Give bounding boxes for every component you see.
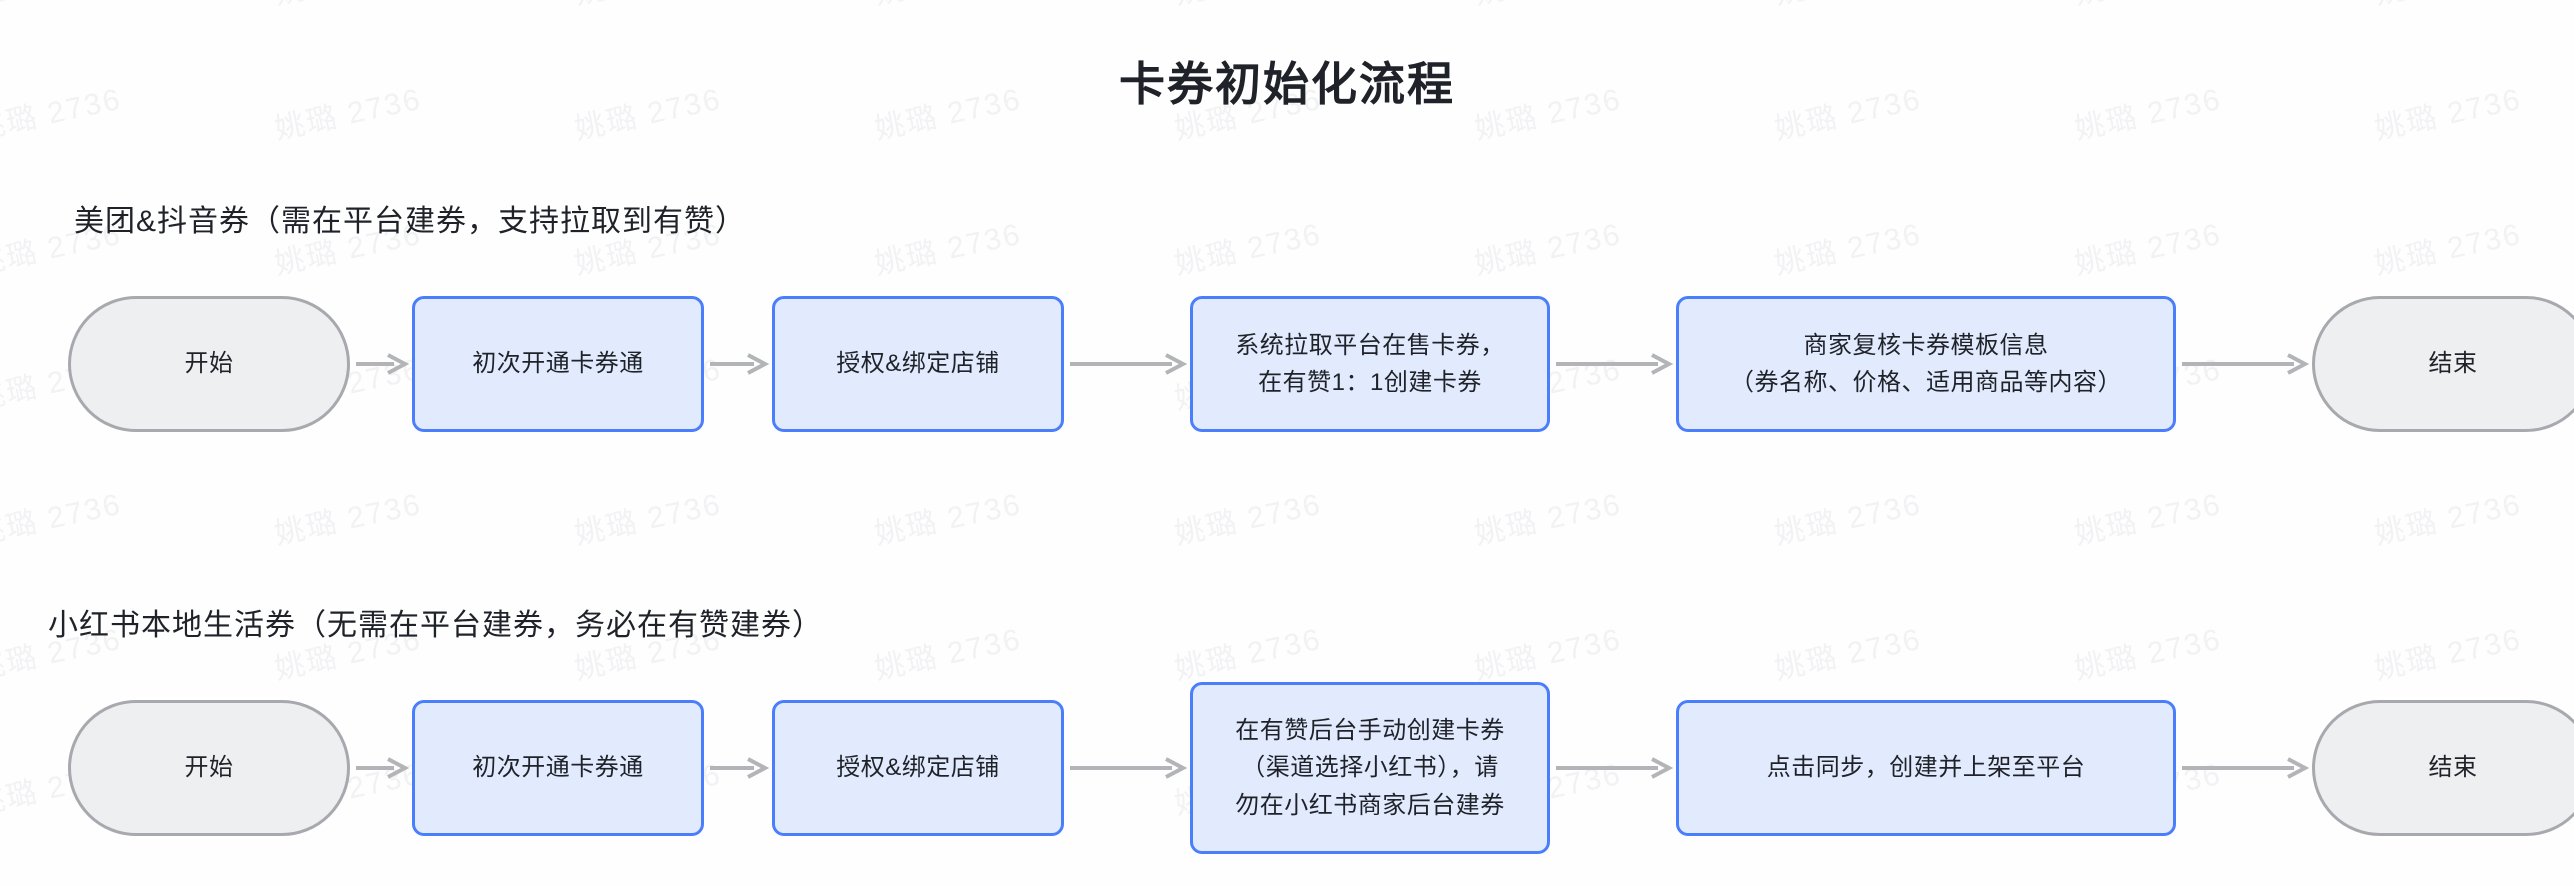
watermark-text: 姚璐 2736 bbox=[571, 487, 725, 552]
watermark-text: 姚璐 2736 bbox=[870, 0, 1025, 13]
watermark-text: 姚璐 2736 bbox=[270, 0, 425, 13]
flow-edge-start-to-open bbox=[356, 353, 410, 375]
watermark-text: 姚璐 2736 bbox=[871, 487, 1025, 552]
flow-edge-start2-to-open2 bbox=[356, 757, 410, 779]
flow-node-start2[interactable]: 开始 bbox=[68, 700, 350, 836]
flow-node-label: 授权&绑定店铺 bbox=[836, 754, 1000, 782]
watermark-text: 姚璐 2736 bbox=[2371, 487, 2525, 552]
flow-node-sync[interactable]: 点击同步，创建并上架至平台 bbox=[1676, 700, 2176, 836]
watermark-text: 姚璐 2736 bbox=[2070, 0, 2225, 13]
flow-node-manual[interactable]: 在有赞后台手动创建卡券 （渠道选择小红书），请 勿在小红书商家后台建券 bbox=[1190, 682, 1550, 854]
watermark-text: 姚璐 2736 bbox=[1170, 0, 1325, 13]
flow-node-label: 结束 bbox=[2428, 350, 2478, 378]
flow-edge-bind2-to-manual bbox=[1070, 757, 1188, 779]
watermark-text: 姚璐 2736 bbox=[0, 0, 125, 13]
flow-node-start[interactable]: 开始 bbox=[68, 296, 350, 432]
flow-node-label: 结束 bbox=[2428, 754, 2478, 782]
watermark-text: 姚璐 2736 bbox=[0, 487, 125, 552]
watermark-text: 姚璐 2736 bbox=[1471, 487, 1625, 552]
section-header: 小红书本地生活券（无需在平台建券，务必在有赞建券） bbox=[48, 609, 823, 642]
watermark-text: 姚璐 2736 bbox=[1771, 487, 1925, 552]
flow-node-label: 初次开通卡券通 bbox=[472, 350, 644, 378]
flow-edge-manual-to-sync bbox=[1556, 757, 1674, 779]
section-header: 美团&抖音券（需在平台建券，支持拉取到有赞） bbox=[74, 205, 747, 238]
flow-row: 开始 初次开通卡券通 授权&绑定店铺 在有赞后台手动创建卡券 （渠道选择小红书），请 … bbox=[0, 668, 2574, 868]
flow-node-bind[interactable]: 授权&绑定店铺 bbox=[772, 296, 1064, 432]
watermark-text: 姚璐 2736 bbox=[2071, 487, 2225, 552]
flow-node-pull[interactable]: 系统拉取平台在售卡券， 在有赞1：1创建卡券 bbox=[1190, 296, 1550, 432]
flow-node-label: 开始 bbox=[184, 754, 234, 782]
flow-node-label: 系统拉取平台在售卡券， 在有赞1：1创建卡券 bbox=[1235, 331, 1505, 396]
flow-node-open[interactable]: 初次开通卡券通 bbox=[412, 296, 704, 432]
flow-edge-pull-to-review bbox=[1556, 353, 1674, 375]
watermark-text: 姚璐 2736 bbox=[271, 487, 425, 552]
watermark-text: 姚璐 2736 bbox=[1171, 487, 1325, 552]
flow-node-end2[interactable]: 结束 bbox=[2312, 700, 2574, 836]
watermark-text: 姚璐 2736 bbox=[1470, 0, 1625, 13]
watermark-text: 姚璐 2736 bbox=[2370, 0, 2525, 13]
watermark-text: 姚璐 2736 bbox=[570, 0, 725, 13]
page-title: 卡券初始化流程 bbox=[1119, 58, 1455, 110]
flow-node-review[interactable]: 商家复核卡券模板信息 （券名称、价格、适用商品等内容） bbox=[1676, 296, 2176, 432]
flow-node-open2[interactable]: 初次开通卡券通 bbox=[412, 700, 704, 836]
flow-node-bind2[interactable]: 授权&绑定店铺 bbox=[772, 700, 1064, 836]
flow-node-end[interactable]: 结束 bbox=[2312, 296, 2574, 432]
flow-edge-review-to-end bbox=[2182, 353, 2310, 375]
section-meituan-douyin: 美团&抖音券（需在平台建券，支持拉取到有赞） 开始 初次开通卡券通 授权&绑定店铺 系… bbox=[0, 196, 2574, 464]
flow-node-label: 授权&绑定店铺 bbox=[836, 350, 1000, 378]
flow-node-label: 在有赞后台手动创建卡券 （渠道选择小红书），请 勿在小红书商家后台建券 bbox=[1235, 717, 1505, 819]
flow-node-label: 商家复核卡券模板信息 （券名称、价格、适用商品等内容） bbox=[1730, 331, 2122, 396]
flow-row: 开始 初次开通卡券通 授权&绑定店铺 系统拉取平台在售卡券， 在有赞1：1创建卡券 商家… bbox=[0, 264, 2574, 464]
watermark-text: 姚璐 2736 bbox=[1770, 0, 1925, 13]
flow-edge-sync-to-end2 bbox=[2182, 757, 2310, 779]
flow-edge-open-to-bind bbox=[710, 353, 770, 375]
flow-edge-bind-to-pull bbox=[1070, 353, 1188, 375]
flow-node-label: 开始 bbox=[184, 350, 234, 378]
flow-node-label: 点击同步，创建并上架至平台 bbox=[1766, 754, 2086, 782]
flow-node-label: 初次开通卡券通 bbox=[472, 754, 644, 782]
section-xiaohongshu: 小红书本地生活券（无需在平台建券，务必在有赞建券） 开始 初次开通卡券通 授权&绑定… bbox=[0, 600, 2574, 868]
flow-edge-open2-to-bind2 bbox=[710, 757, 770, 779]
